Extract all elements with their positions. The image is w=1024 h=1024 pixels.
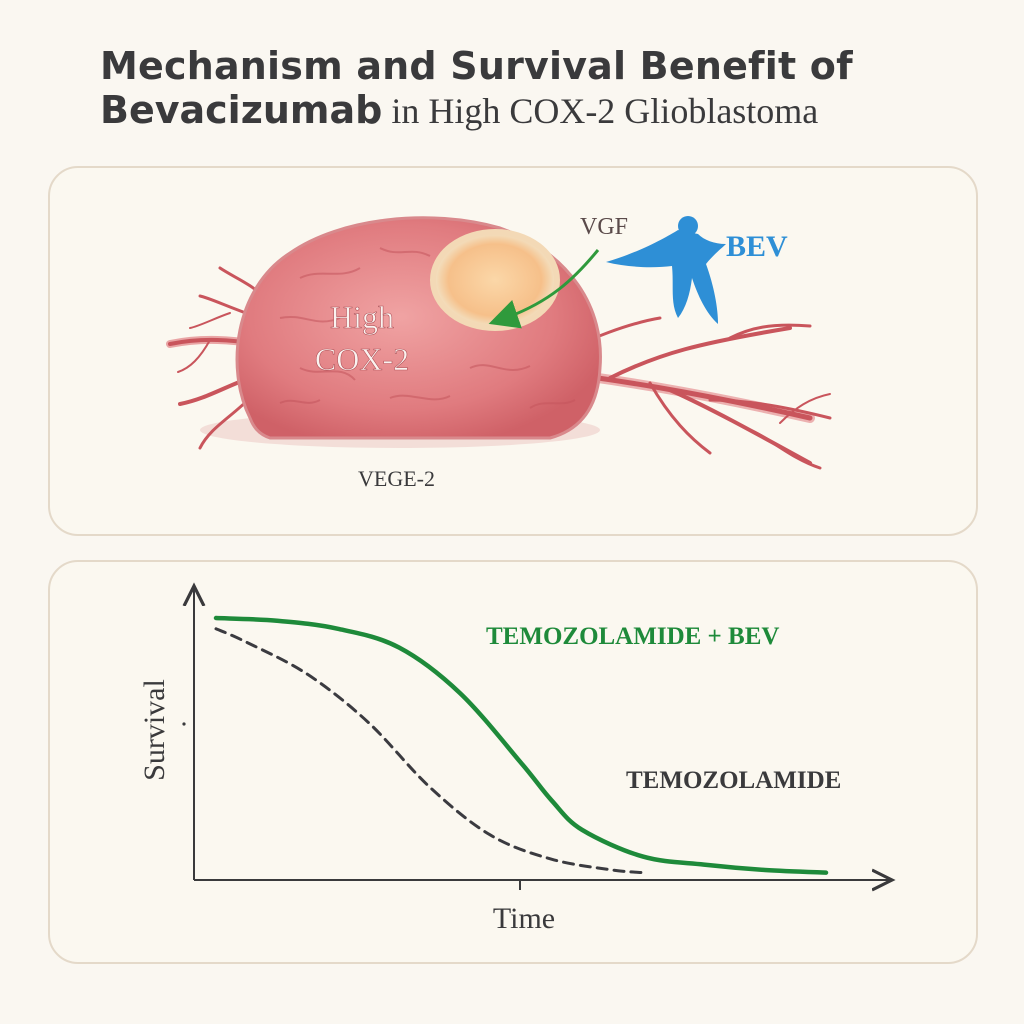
series-label-2: TEMOZOLAMIDE: [626, 767, 841, 794]
survival-chart: Time Survival TEMOZOLAMIDE + BEVTEMOZOLA…: [138, 562, 976, 935]
necrotic-core: [430, 229, 560, 331]
x-axis-label: Time: [493, 902, 555, 935]
title-line-1: Mechanism and Survival Benefit of: [100, 44, 853, 88]
y-axis-tick-mark: [182, 722, 186, 726]
series-line-2: [214, 627, 645, 875]
receptor-label: VEGE-2: [358, 466, 435, 491]
title-drug-name: Bevacizumab: [100, 88, 383, 132]
mechanism-illustration: High COX-2 VGF BEV VEGE-2: [166, 214, 832, 491]
series-line-1: [213, 615, 829, 875]
ligand-label: VGF: [580, 214, 628, 240]
bevacizumab-antibody: [606, 216, 726, 324]
tumor-label-line-1: High: [330, 299, 394, 335]
title-line-2-rest: in High COX-2 Glioblastoma: [382, 91, 819, 131]
series-label-1: TEMOZOLAMIDE + BEV: [486, 623, 779, 650]
y-axis-label: Survival: [138, 679, 171, 781]
figure-title: Mechanism and Survival Benefit of Bevaci…: [100, 44, 980, 147]
series-layer: TEMOZOLAMIDE + BEV TEMOZOLAMIDE: [213, 615, 841, 875]
drug-label: BEV: [726, 230, 788, 263]
mechanism-panel: High COX-2 VGF BEV VEGE-2: [48, 166, 978, 536]
tumor-label-line-2: COX-2: [315, 341, 409, 377]
ligand-binding-arrow: [488, 249, 600, 329]
